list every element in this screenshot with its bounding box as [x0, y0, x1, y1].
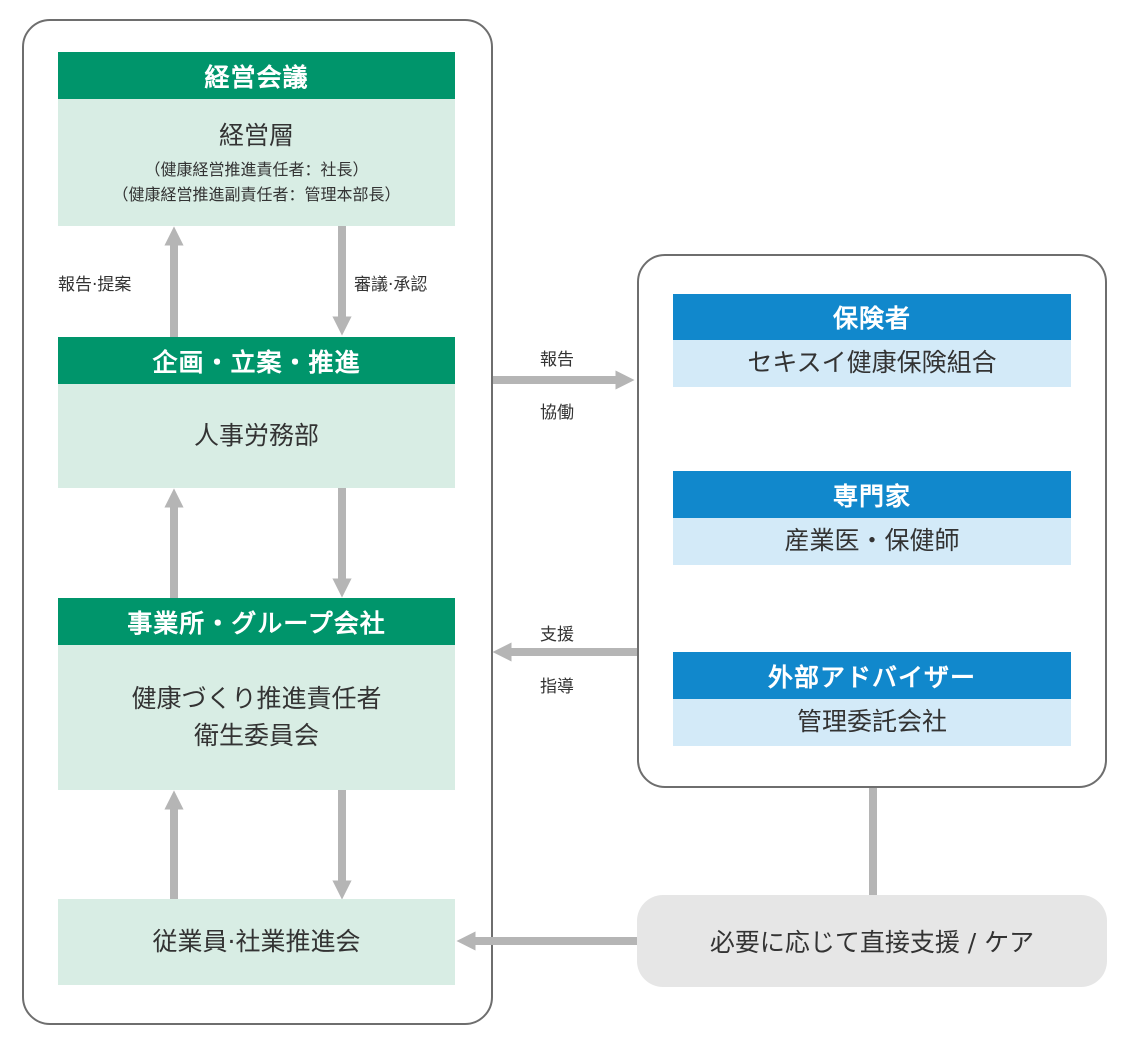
health-committee-label: 衛生委員会 [193, 720, 319, 750]
advisor-header: 外部アドバイザー [673, 652, 1071, 699]
label-report: 報告 [540, 350, 574, 370]
insurer-name: セキスイ健康保険組合 [747, 348, 997, 378]
management-sub-label-2: （健康経営推進副責任者：管理本部長） [112, 184, 401, 204]
experts-header: 専門家 [673, 471, 1071, 518]
offices-box: 健康づくり推進責任者 衛生委員会 [58, 645, 455, 790]
employees-label: 従業員·社業推進会 [152, 926, 361, 956]
offices-header: 事業所・グループ会社 [58, 598, 455, 645]
direct-support-label: 必要に応じて直接支援 / ケア [709, 928, 1035, 957]
health-promotion-leader-label: 健康づくり推進責任者 [131, 684, 382, 714]
advisor-box: 管理委託会社 [673, 699, 1071, 746]
insurer-box: セキスイ健康保険組合 [673, 340, 1071, 387]
hr-department-label: 人事労務部 [193, 420, 319, 450]
label-guidance: 指導 [540, 677, 574, 697]
insurer-header: 保険者 [673, 294, 1071, 340]
direct-support-pill: 必要に応じて直接支援 / ケア [637, 895, 1107, 987]
management-box: 経営層 （健康経営推進責任者：社長） （健康経営推進副責任者：管理本部長） [58, 99, 455, 226]
planning-box: 人事労務部 [58, 384, 455, 488]
label-deliberate-approve: 審議·承認 [354, 275, 428, 295]
management-sub-label-1: （健康経営推進責任者：社長） [144, 159, 369, 179]
management-meeting-header: 経営会議 [58, 52, 455, 99]
planning-header: 企画・立案・推進 [58, 337, 455, 384]
employees-box: 従業員·社業推進会 [58, 899, 455, 985]
label-report-propose: 報告·提案 [58, 275, 132, 295]
advisor-name: 管理委託会社 [796, 707, 947, 737]
label-support: 支援 [540, 625, 574, 645]
experts-box: 産業医・保健師 [673, 518, 1071, 565]
experts-name: 産業医・保健師 [784, 526, 960, 556]
label-cooperate: 協働 [540, 403, 574, 423]
management-main-label: 経営層 [218, 120, 294, 150]
